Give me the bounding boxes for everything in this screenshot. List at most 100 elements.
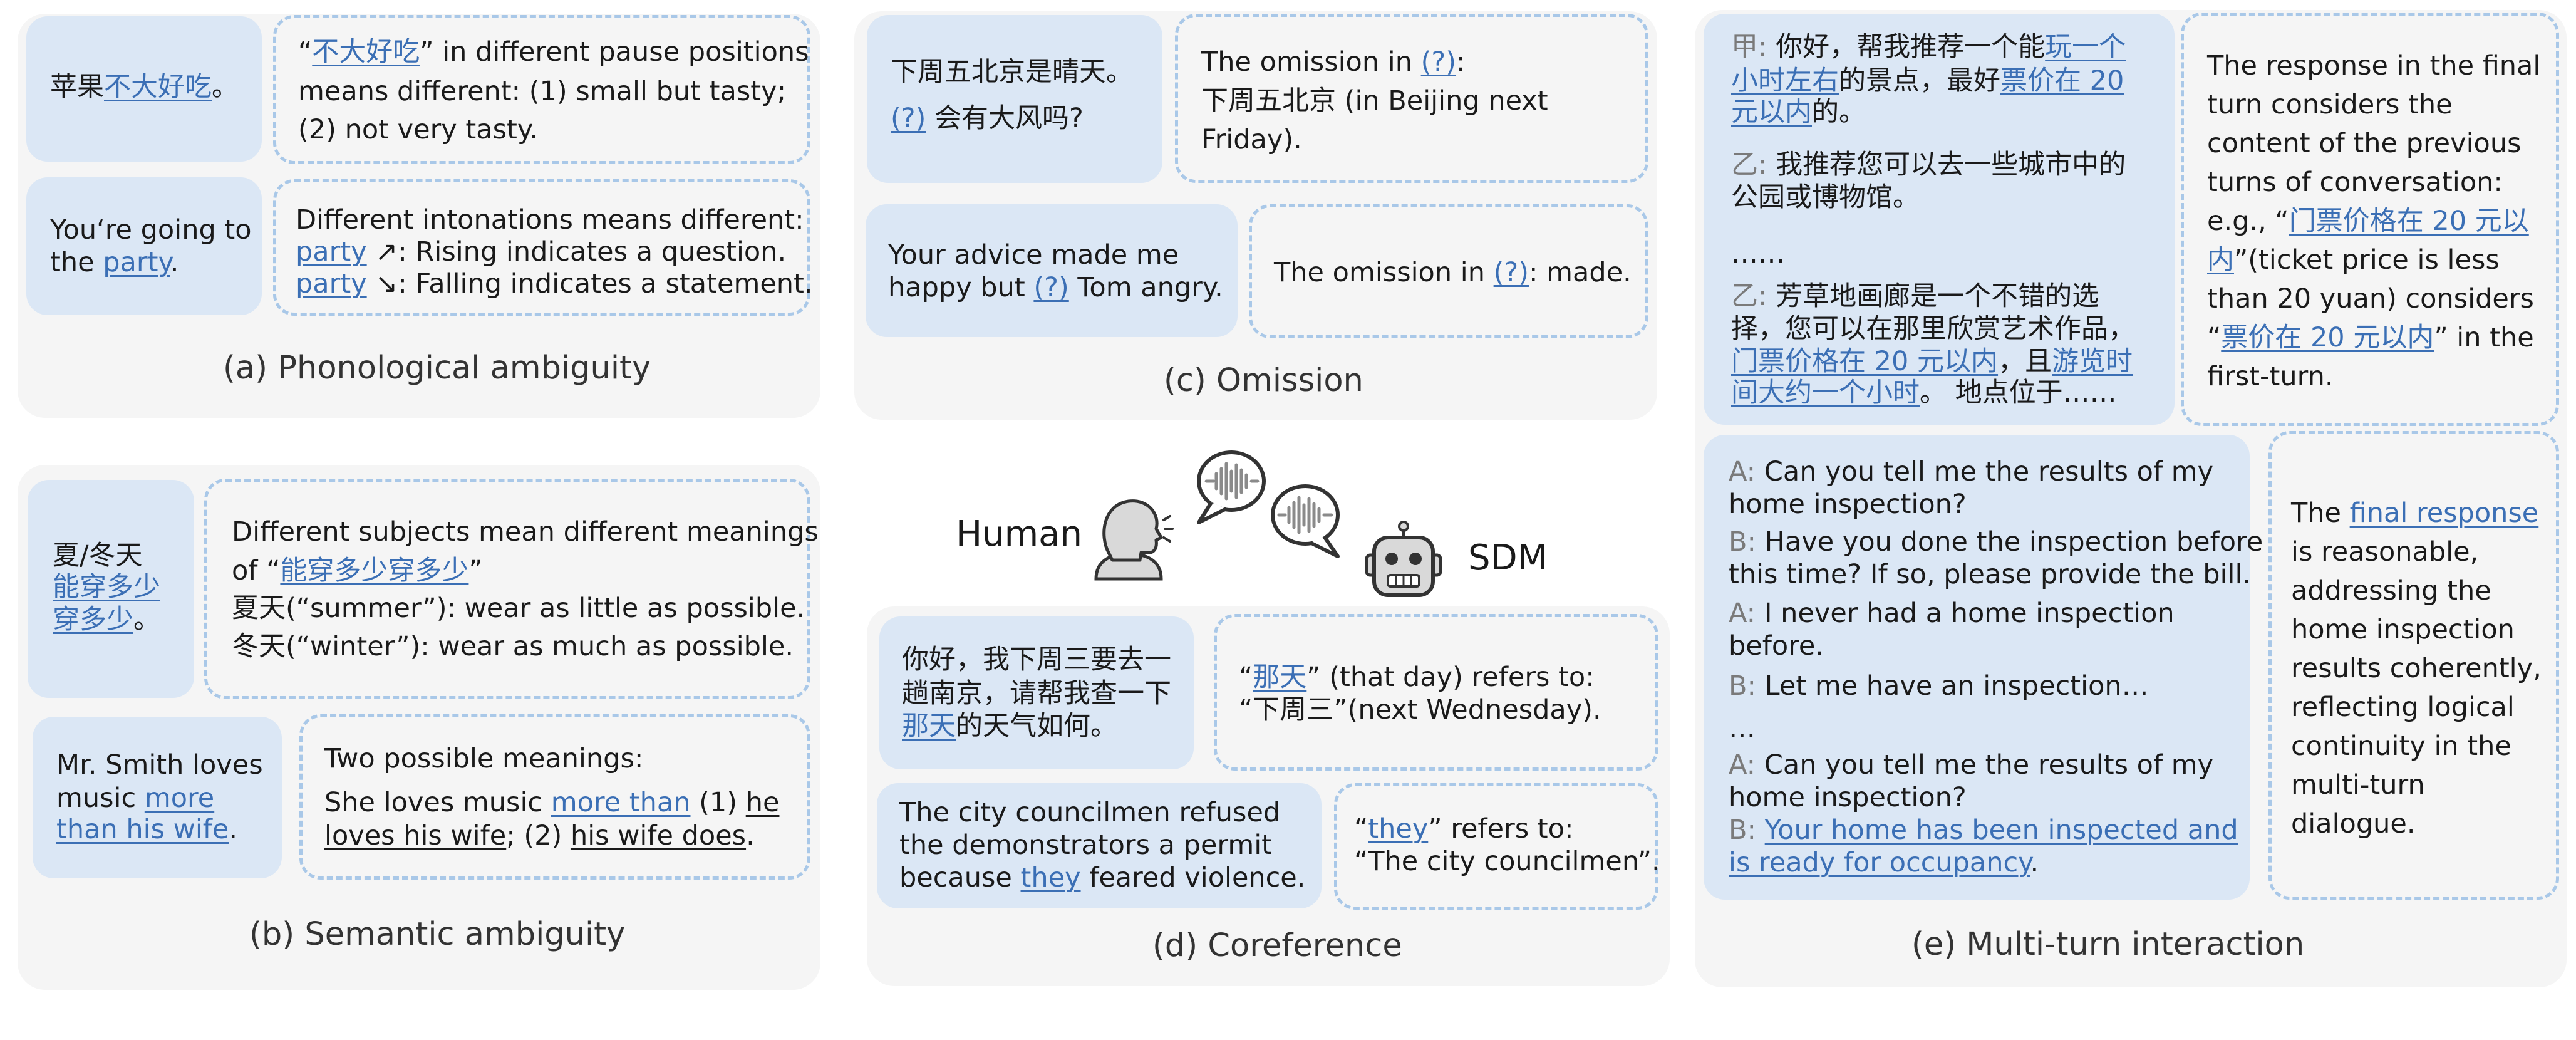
question-box-b1 xyxy=(28,480,194,698)
text-b-a1-l2: of “能穿多少穿多少” xyxy=(232,555,483,586)
text-b-q1-l1: 夏/冬天 xyxy=(53,540,143,571)
text-e-q1-l1: 甲: 你好，帮我推荐一个能玩一个 xyxy=(1731,31,2126,63)
question-box-d2 xyxy=(877,783,1322,908)
text-c-a2-l1: The omission in (?): made. xyxy=(1274,257,1632,288)
text-e-q2-l10: home inspection? xyxy=(1729,782,1967,813)
answer-box-e1 xyxy=(2181,13,2559,426)
text-b-q2-l1: Mr. Smith loves xyxy=(56,749,263,781)
text-e-q1-l2: 小时左右的景点，最好票价在 20 xyxy=(1731,65,2124,96)
caption-a: (a) Phonological ambiguity xyxy=(223,350,651,387)
text-e-a2-l7: continuity in the xyxy=(2291,731,2511,762)
text-e-q2-l6: before. xyxy=(1729,630,1824,662)
text-e-a1-l5: e.g., “门票价格在 20 元以 xyxy=(2207,205,2529,237)
text-d-a1-l2: “下周三”(next Wednesday). xyxy=(1239,694,1601,725)
text-a-q2-l1: You‘re going to xyxy=(50,214,252,246)
text-e-a2-l3: addressing the xyxy=(2291,575,2491,606)
text-e-a2-l2: is reasonable, xyxy=(2291,536,2479,568)
text-b-q2-l3: than his wife. xyxy=(56,814,238,845)
text-d-q1-l2: 趟南京，请帮我查一下 xyxy=(902,678,1171,709)
text-a-a2-l2: party ↗: Rising indicates a question. xyxy=(296,236,787,268)
caption-b: (b) Semantic ambiguity xyxy=(249,916,626,953)
answer-box-d1 xyxy=(1214,614,1658,771)
text-e-a2-l4: home inspection xyxy=(2291,614,2515,645)
text-e-a2-l1: The final response xyxy=(2291,497,2539,529)
text-b-q1-l2: 能穿多少 xyxy=(53,571,160,603)
text-e-q1-l5: 公园或博物馆。 xyxy=(1731,182,1920,213)
text-c-a1-l1: The omission in (?): xyxy=(1201,46,1466,78)
answer-box-c1 xyxy=(1175,14,1648,183)
text-e-q1-l6: …… xyxy=(1731,238,1785,269)
caption-c: (c) Omission xyxy=(1164,362,1363,399)
question-box-e1 xyxy=(1704,14,2175,425)
text-d-a1-l1: “那天” (that day) refers to: xyxy=(1239,662,1595,693)
text-d-q2-l2: the demonstrators a permit xyxy=(899,829,1273,861)
text-d-a2-l1: “they” refers to: xyxy=(1354,813,1574,845)
text-b-a2-l1: Two possible meanings: xyxy=(324,743,644,774)
answer-box-a2 xyxy=(273,179,810,316)
text-e-q2-l7: B: Let me have an inspection… xyxy=(1729,670,2149,702)
question-box-e2 xyxy=(1704,435,2250,900)
text-e-q2-l5: A: I never had a home inspection xyxy=(1729,598,2175,629)
text-e-q2-l8: … xyxy=(1729,713,1756,744)
text-e-q2-l11: B: Your home has been inspected and xyxy=(1729,814,2238,846)
text-e-a2-l5: results coherently, xyxy=(2291,653,2542,684)
robot-icon xyxy=(1365,521,1442,597)
text-e-a1-l7: than 20 yuan) considers xyxy=(2207,283,2534,315)
text-e-q1-l8: 择，您可以在那里欣赏艺术作品， xyxy=(1731,313,2135,345)
text-e-a1-l9: first-turn. xyxy=(2207,361,2334,392)
text-e-a1-l1: The response in the final xyxy=(2207,50,2541,81)
text-c-q2-l1: Your advice made me xyxy=(888,239,1179,271)
answer-box-d2 xyxy=(1334,783,1658,910)
text-b-q2-l2: music more xyxy=(56,783,215,814)
text-c-a1-l2: 下周五北京 (in Beijing next xyxy=(1201,85,1548,117)
text-c-q2-l2: happy but (?) Tom angry. xyxy=(888,272,1223,303)
question-box-c1 xyxy=(867,15,1162,183)
text-a-a1-l1: “不大好吃” in different pause positions xyxy=(298,36,809,68)
text-e-q2-l1: A: Can you tell me the results of my xyxy=(1729,456,2214,487)
text-e-a2-l8: multi-turn xyxy=(2291,769,2425,801)
text-e-q1-l7: 乙: 芳草地画廊是一个不错的选 xyxy=(1731,281,2099,312)
text-b-a1-l3: 夏天(“summer”): wear as little as possible… xyxy=(232,593,805,624)
text-e-q2-l3: B: Have you done the inspection before xyxy=(1729,526,2263,558)
question-box-b2 xyxy=(33,717,282,878)
text-d-a2-l2: “The city councilmen”. xyxy=(1354,846,1660,877)
speech-bubble-icon xyxy=(1271,484,1340,558)
text-e-a1-l2: turn considers the xyxy=(2207,89,2453,120)
text-a-a2-l1: Different intonations means different: xyxy=(296,204,804,236)
text-e-q1-l10: 间大约一个小时。 地点位于…… xyxy=(1731,377,2117,408)
text-e-q1-l3: 元以内的。 xyxy=(1731,96,1866,128)
sdm-label: SDM xyxy=(1468,538,1548,578)
human-head-icon xyxy=(1094,499,1174,581)
text-e-a1-l8: “票价在 20 元以内” in the xyxy=(2207,322,2534,353)
text-b-a1-l1: Different subjects mean different meanin… xyxy=(232,516,819,548)
text-d-q1-l3: 那天的天气如何。 xyxy=(902,710,1117,742)
text-e-q2-l12: is ready for occupancy. xyxy=(1729,847,2039,878)
text-a-q2-l2: the party. xyxy=(50,247,179,278)
text-e-a1-l3: content of the previous xyxy=(2207,128,2522,159)
text-e-q1-l4: 乙: 我推荐您可以去一些城市中的 xyxy=(1731,149,2126,180)
text-e-q1-l9: 门票价格在 20 元以内，且游览时 xyxy=(1731,346,2133,377)
text-e-a2-l9: dialogue. xyxy=(2291,808,2416,840)
text-e-q2-l2: home inspection? xyxy=(1729,489,1967,520)
text-e-q2-l9: A: Can you tell me the results of my xyxy=(1729,749,2214,781)
question-box-a2 xyxy=(26,177,262,315)
text-d-q2-l3: because they feared violence. xyxy=(899,862,1306,893)
human-label: Human xyxy=(956,514,1082,554)
text-a-a1-l3: (2) not very tasty. xyxy=(298,114,538,145)
text-a-a2-l3: party ↘: Falling indicates a statement. xyxy=(296,268,813,299)
caption-d: (d) Coreference xyxy=(1152,927,1402,964)
text-a-q1: 苹果不大好吃。 xyxy=(50,71,239,103)
text-b-q1-l3: 穿多少。 xyxy=(53,604,160,635)
question-box-c2 xyxy=(866,204,1238,337)
answer-box-c2 xyxy=(1249,204,1648,338)
speech-bubble-icon xyxy=(1197,450,1266,524)
text-e-q2-l4: this time? If so, please provide the bil… xyxy=(1729,559,2252,590)
text-d-q2-l1: The city councilmen refused xyxy=(899,797,1281,828)
answer-box-b1 xyxy=(204,479,810,699)
text-e-a2-l6: reflecting logical xyxy=(2291,692,2515,723)
text-e-a1-l6: 内”(ticket price is less xyxy=(2207,244,2500,276)
question-box-d1 xyxy=(879,616,1194,769)
text-d-q1-l1: 你好，我下周三要去一 xyxy=(902,644,1171,675)
text-a-a1-l2: means different: (1) small but tasty; xyxy=(298,76,787,107)
question-box-a1 xyxy=(26,16,262,162)
